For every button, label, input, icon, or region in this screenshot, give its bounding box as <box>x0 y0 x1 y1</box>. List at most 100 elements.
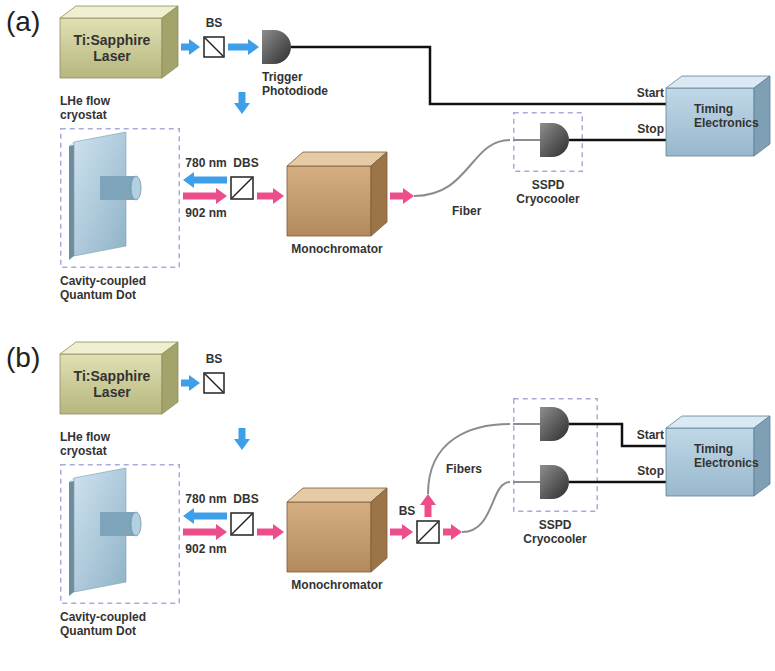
arrow-head <box>451 524 462 540</box>
node-label: DBS <box>230 492 262 506</box>
node-shape <box>230 512 254 536</box>
arrow-head <box>248 39 259 55</box>
beam-arrow <box>390 524 413 540</box>
arrow-head <box>403 188 414 204</box>
node-shape <box>203 372 225 394</box>
laser-box: Ti:Sapphire Laser <box>60 6 178 78</box>
arrow-head <box>420 494 436 505</box>
node-label: BS <box>396 504 418 518</box>
timing-electronics: Timing Electronics <box>666 76 770 156</box>
beam-arrow <box>257 524 284 540</box>
edge-label: 780 nm <box>184 492 228 506</box>
connector-line <box>181 380 189 387</box>
laser-box: Ti:Sapphire Laser <box>60 342 178 414</box>
node-label: Ti:Sapphire Laser <box>64 32 160 64</box>
signal-wire <box>598 424 666 446</box>
node-shape <box>230 176 254 200</box>
node-label: LHe flow cryostat <box>60 94 144 122</box>
fiber-link <box>443 482 510 540</box>
edge-label: 902 nm <box>184 206 228 220</box>
connector-line <box>291 47 666 104</box>
node-shape <box>513 398 598 512</box>
cryostat: LHe flow cryostatCavity-coupled Quantum … <box>60 464 180 604</box>
cryostat: LHe flow cryostatCavity-coupled Quantum … <box>60 128 180 268</box>
node-shape <box>416 520 440 544</box>
edge-label: Fiber <box>452 204 492 218</box>
trigger-photodiode: Trigger Photodiode <box>262 30 291 64</box>
beam-arrow <box>234 428 250 450</box>
timing-electronics: Timing Electronics <box>666 416 770 496</box>
fiber-link <box>420 424 510 517</box>
arrow-head <box>402 524 413 540</box>
node-label: LHe flow cryostat <box>60 430 144 458</box>
arrow-head <box>273 524 284 540</box>
monochromator: Monochromator <box>287 152 387 236</box>
connector-line <box>390 529 402 536</box>
connector-line <box>181 44 189 51</box>
connector-line <box>425 505 432 517</box>
beam-arrow <box>181 39 200 55</box>
fiber-line <box>414 140 510 196</box>
node-shape <box>262 30 291 64</box>
node-label: BS <box>194 352 234 366</box>
edge-label: Stop <box>626 122 664 136</box>
arrow-head <box>183 508 194 524</box>
beam-splitter: BS <box>416 520 440 544</box>
node-label: Timing Electronics <box>694 102 768 130</box>
signal-wire <box>291 47 666 104</box>
signal-wire <box>583 140 666 141</box>
beam-splitter: BS <box>203 36 225 58</box>
edge-label: 780 nm <box>184 156 228 170</box>
node-label: Timing Electronics <box>694 442 768 470</box>
panel-label: (a) <box>6 6 40 38</box>
node-label: Monochromator <box>277 242 397 256</box>
connector-line <box>390 193 403 200</box>
connector-line <box>443 529 451 536</box>
monochromator: Monochromator <box>287 488 387 572</box>
connector-line <box>194 513 227 520</box>
beam-arrow <box>183 524 227 540</box>
node-label: BS <box>194 16 234 30</box>
arrow-head <box>189 39 200 55</box>
connector-line <box>257 193 273 200</box>
connector-line <box>183 193 216 200</box>
node-shape <box>287 152 387 236</box>
edge-label: Start <box>626 86 664 100</box>
sspd-cryocooler: SSPD Cryocooler <box>513 112 583 172</box>
node-shape <box>60 128 180 268</box>
node-label: Cavity-coupled Quantum Dot <box>60 274 180 302</box>
connector-line <box>598 481 666 484</box>
arrow-head <box>183 172 194 188</box>
beam-arrow <box>234 92 250 114</box>
node-shape <box>203 36 225 58</box>
node-label: Ti:Sapphire Laser <box>64 368 160 400</box>
fiber-link <box>390 140 510 204</box>
beam-arrow <box>183 188 227 204</box>
edge-label: Stop <box>626 464 664 478</box>
dichroic-beam-splitter: DBS <box>230 176 254 200</box>
arrow-head <box>273 188 284 204</box>
node-label: Monochromator <box>277 578 397 592</box>
node-label: SSPD Cryocooler <box>515 518 595 546</box>
node-shape <box>513 112 583 172</box>
edge-label: 902 nm <box>184 542 228 556</box>
edge-label: Start <box>626 428 664 442</box>
node-label: Trigger Photodiode <box>262 70 346 98</box>
node-label: SSPD Cryocooler <box>508 178 588 206</box>
node-shape <box>287 488 387 572</box>
beam-arrow <box>181 375 200 391</box>
beam-arrow <box>183 508 227 524</box>
sspd-cryocooler: SSPD Cryocooler <box>513 398 598 512</box>
connector-line <box>183 529 216 536</box>
node-label: DBS <box>230 156 262 170</box>
connector-line <box>194 177 227 184</box>
fiber-line <box>462 482 510 532</box>
node-shape <box>60 464 180 604</box>
dichroic-beam-splitter: DBS <box>230 512 254 536</box>
beam-arrow <box>257 188 284 204</box>
connector-line <box>598 424 666 446</box>
arrow-head <box>216 524 227 540</box>
panel-label: (b) <box>6 342 40 374</box>
